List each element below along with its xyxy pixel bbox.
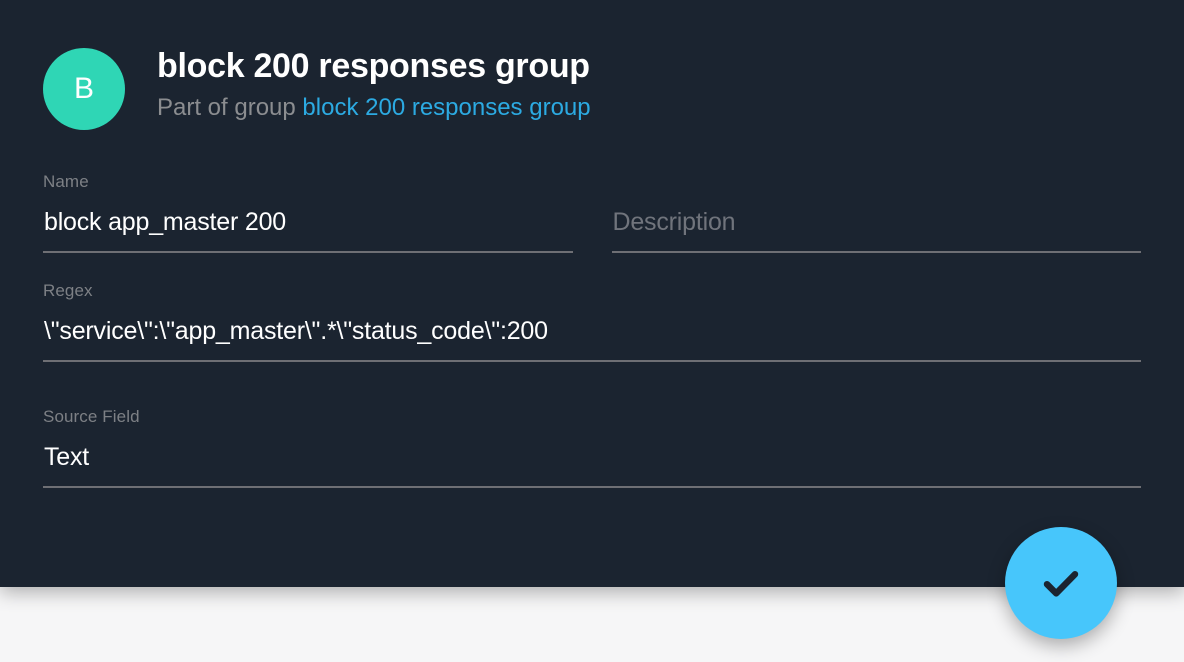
regex-field: Regex — [43, 281, 1141, 362]
source-field: Source Field — [43, 407, 1141, 488]
regex-label: Regex — [43, 281, 93, 300]
editor-card: B block 200 responses group Part of grou… — [0, 0, 1184, 587]
regex-input[interactable] — [43, 317, 1141, 362]
name-input[interactable] — [43, 208, 573, 253]
group-link[interactable]: block 200 responses group — [302, 94, 591, 121]
subtitle: Part of group block 200 responses group — [157, 91, 591, 125]
page-title: block 200 responses group — [157, 47, 590, 85]
description-field — [611, 208, 1141, 253]
avatar-letter: B — [73, 72, 94, 105]
card-header: B block 200 responses group Part of grou… — [0, 0, 1184, 130]
submit-fab[interactable] — [1005, 527, 1117, 639]
name-label: Name — [43, 172, 89, 191]
source-field-input[interactable] — [43, 443, 1141, 488]
name-field: Name — [43, 172, 573, 253]
subtitle-prefix: Part of group — [157, 94, 296, 121]
description-input[interactable] — [611, 208, 1141, 253]
rule-form: Name Regex Source Field — [0, 172, 1184, 488]
name-description-row: Name — [43, 172, 1141, 253]
source-field-label: Source Field — [43, 407, 140, 426]
avatar: B — [43, 48, 125, 130]
title-block: block 200 responses group Part of group … — [157, 44, 591, 130]
check-icon — [1043, 571, 1079, 597]
